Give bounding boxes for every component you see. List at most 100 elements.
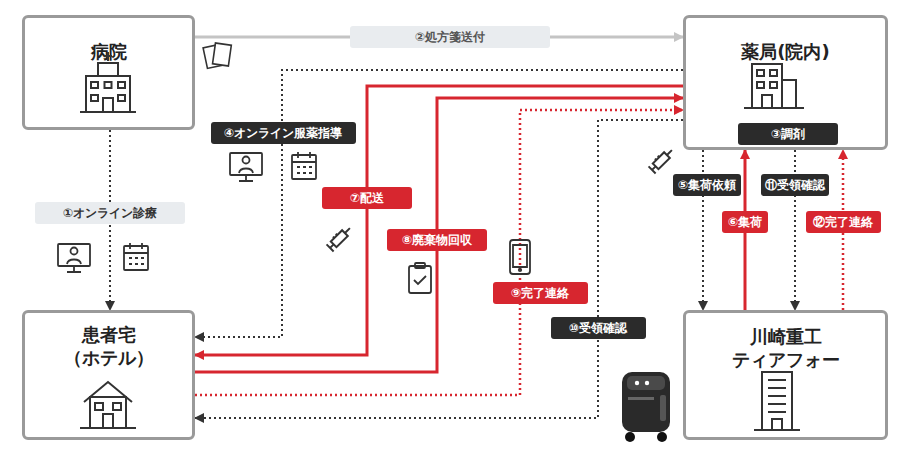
office-building-icon <box>772 419 782 430</box>
pharmacy-building-icon <box>744 64 804 108</box>
hospital-icon <box>118 95 125 101</box>
house-icon <box>80 427 136 429</box>
syringe-icon <box>653 152 670 169</box>
clipboard-icon <box>414 276 426 284</box>
phone-icon <box>513 245 527 267</box>
step-label: ⑫完了連絡 <box>806 211 881 233</box>
clipboard-icon <box>415 263 425 268</box>
hospital-icon <box>86 76 130 112</box>
delivery-robot <box>645 381 649 385</box>
node-label: ③調剤 <box>738 123 838 145</box>
step-label: ⑩受領確認 <box>551 317 646 339</box>
office-building-icon <box>754 372 800 430</box>
step-label: ⑪受領確認 <box>761 174 829 196</box>
hospital-icon <box>91 95 98 101</box>
flow-connector <box>195 86 683 355</box>
calendar-icon <box>292 152 316 179</box>
step-label: ①オンライン診療 <box>35 202 185 224</box>
step-label: ④オンライン服薬指導 <box>211 122 356 144</box>
step-label: ⑤集荷依頼 <box>673 174 741 196</box>
pharmacy-building-icon <box>762 95 772 108</box>
calendar-icon <box>292 155 316 179</box>
node-label: 川崎重工 ティアフォー <box>726 325 846 372</box>
house-icon <box>103 414 113 428</box>
monitor-icon <box>58 244 90 272</box>
hospital-icon <box>98 63 118 76</box>
monitor-icon <box>58 244 90 266</box>
monitor-icon <box>67 260 81 265</box>
office-building-icon <box>762 372 792 430</box>
phone-icon <box>510 240 530 274</box>
pharmacy-building-icon <box>752 64 782 108</box>
hospital-icon <box>103 98 113 112</box>
pharmacy-building-icon <box>757 70 764 76</box>
hospital-icon <box>80 111 136 113</box>
calendar-icon <box>124 243 148 253</box>
office-building-icon <box>768 380 786 412</box>
node-label: 病院 <box>49 40 169 63</box>
step-badge: ③調剤 <box>738 123 838 145</box>
calendar-icon <box>297 167 312 173</box>
hospital-icon <box>104 52 112 61</box>
house-icon <box>113 403 121 410</box>
pharmacy-building-icon <box>744 107 804 109</box>
entity-box: 病院 <box>22 15 195 130</box>
hospital-icon <box>91 82 98 88</box>
delivery-robot <box>660 395 666 421</box>
monitor-icon <box>230 153 262 175</box>
delivery-robot <box>627 376 665 390</box>
calendar-icon <box>124 246 148 270</box>
monitor-icon <box>230 153 262 181</box>
calendar-icon <box>129 258 144 264</box>
step-label: ⑥集荷 <box>722 211 768 233</box>
hospital-icon <box>105 82 112 88</box>
calendar-icon <box>292 152 316 162</box>
delivery-robot <box>657 432 667 442</box>
syringe-icon <box>648 146 676 174</box>
phone-icon <box>510 240 530 274</box>
flow-connector <box>195 98 683 372</box>
step-label: ⑦配送 <box>322 187 412 209</box>
document-icon <box>203 43 231 68</box>
pharmacy-building-icon <box>782 80 796 108</box>
step-label: ②処方箋送付 <box>350 26 550 48</box>
syringe-icon <box>648 146 676 174</box>
entity-box: 薬局(院内) ③調剤 <box>683 15 888 150</box>
clipboard-icon <box>409 263 431 293</box>
calendar-icon <box>124 243 148 270</box>
syringe-icon <box>326 224 354 252</box>
delivery-robot <box>622 372 670 432</box>
step-label: ⑧廃棄物回収 <box>387 229 487 251</box>
pharmacy-building-icon <box>757 82 764 88</box>
flow-connector <box>195 120 683 418</box>
document-icon <box>203 45 223 69</box>
monitor-icon <box>67 266 81 272</box>
monitor-icon <box>243 157 250 164</box>
monitor-icon <box>71 248 78 255</box>
delivery-robot <box>622 372 670 442</box>
clipboard-icon <box>409 266 431 293</box>
phone-icon <box>519 269 521 271</box>
node-label: 患者宅 （ホテル） <box>59 323 159 370</box>
monitor-icon <box>239 169 253 174</box>
syringe-icon <box>326 224 354 252</box>
monitor-icon <box>239 175 253 181</box>
house-icon <box>84 382 132 402</box>
house-icon <box>90 397 126 428</box>
hospital-icon <box>80 52 136 112</box>
node-label: 薬局(院内) <box>711 40 861 63</box>
hospital-icon <box>118 82 125 88</box>
house-icon <box>80 382 136 428</box>
delivery-robot <box>625 432 635 442</box>
flow-connector <box>195 110 683 395</box>
pharmacy-building-icon <box>770 82 777 88</box>
syringe-icon <box>331 230 348 247</box>
entity-box: 患者宅 （ホテル） <box>22 310 195 440</box>
delivery-robot <box>628 397 654 400</box>
document-icon <box>213 43 232 66</box>
pharmacy-building-icon <box>770 70 777 76</box>
entity-box: 川崎重工 ティアフォー <box>683 310 888 440</box>
house-icon <box>95 403 103 410</box>
